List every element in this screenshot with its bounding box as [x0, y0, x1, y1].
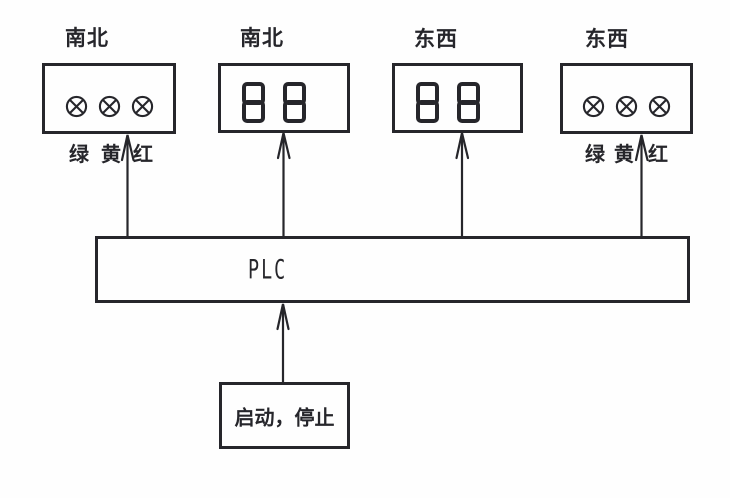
lamp-row: [45, 66, 173, 131]
arrow-plc-to-display-nb-head: [276, 132, 291, 160]
group-title-dx-lamps: 东西: [585, 28, 629, 51]
lamp-row: [563, 66, 690, 131]
lamp-icon: [648, 95, 671, 118]
lamp-icon: [615, 95, 638, 118]
lamp-panel-nb: [42, 63, 176, 134]
lamp-icon: [65, 95, 87, 118]
lamp-label-yellow: 黄: [614, 144, 634, 166]
lamp-label-red: 红: [648, 144, 668, 166]
digit-row: [211, 66, 337, 130]
seven-segment-digit: [242, 82, 265, 123]
digit-display-dx: [392, 63, 523, 133]
plc-box: PLC: [95, 236, 690, 303]
group-title-dx-display: 东西: [414, 28, 458, 51]
lamp-icon: [131, 95, 153, 118]
start-stop-label: 启动，停止: [234, 407, 335, 429]
plc-label: PLC: [248, 254, 288, 285]
lamp-label-green: 绿: [585, 144, 605, 166]
arrow-input-to-plc-head: [276, 303, 290, 331]
lamp-label-yellow: 黄: [101, 144, 121, 166]
lamp-icon: [582, 95, 605, 118]
start-stop-box: 启动，停止: [219, 382, 350, 449]
digit-display-nb: [218, 63, 350, 133]
group-title-nb-lamps: 南北: [65, 27, 109, 50]
arrow-plc-to-display-dx-head: [455, 132, 470, 160]
lamp-label-green: 绿: [69, 144, 89, 166]
lamp-label-red: 红: [133, 144, 153, 166]
seven-segment-digit: [283, 82, 306, 123]
seven-segment-digit: [456, 82, 480, 123]
seven-segment-digit: [415, 82, 439, 123]
lamp-panel-dx: [560, 63, 693, 134]
lamp-icon: [98, 95, 120, 118]
digit-row: [385, 66, 510, 130]
group-title-nb-display: 南北: [240, 27, 284, 50]
